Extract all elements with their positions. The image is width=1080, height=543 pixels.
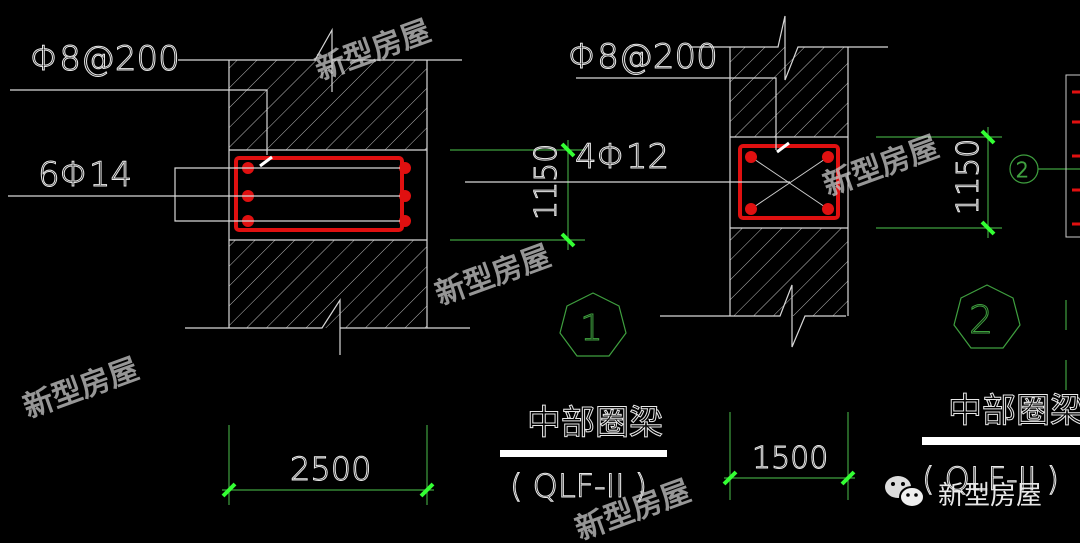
height-dim-lines	[450, 140, 585, 250]
stirrup-hook	[776, 141, 790, 154]
wall-hatch-bottom	[730, 228, 848, 316]
wall-hatch-bottom	[229, 240, 427, 328]
main-bar-label: 4Φ12	[575, 137, 669, 177]
section-1-title: 中部圈梁	[527, 403, 663, 443]
break-line-top	[690, 15, 888, 81]
rebar-dots	[242, 162, 411, 227]
main-bar-leader	[8, 167, 400, 222]
height-dim-lines	[876, 127, 1002, 238]
break-line-top	[178, 27, 462, 92]
wall-hatch-top	[229, 60, 427, 150]
wall-hatch-top	[730, 47, 848, 137]
section-marker-2	[953, 284, 1021, 349]
section-marker-small-number: 2	[1016, 158, 1029, 182]
height-dim-ticks	[980, 129, 996, 236]
section-2-title: 中部圈梁	[948, 391, 1080, 431]
watermark-text: 新型房屋	[819, 130, 944, 204]
cross-ties	[750, 156, 829, 210]
section-marker-2-number: 2	[969, 298, 993, 342]
break-line-bottom	[660, 284, 846, 348]
section-marker-1	[559, 292, 627, 357]
watermark-text: 新型房屋	[431, 239, 556, 313]
stirrup	[234, 156, 404, 232]
stirrup-leader	[576, 77, 777, 150]
height-dim-text: 1150	[951, 139, 986, 215]
stirrup-label: Φ8@200	[568, 37, 718, 77]
width-dim-text: 1500	[752, 441, 828, 476]
main-bar-label: 6Φ14	[38, 155, 132, 195]
width-dim-ticks	[722, 470, 856, 486]
width-dim-lines	[724, 412, 855, 500]
rebar-dots	[745, 151, 834, 215]
wechat-account-name: 新型房屋	[938, 481, 1042, 511]
stirrup-label: Φ8@200	[30, 39, 180, 79]
section-2: Φ8@200 4Φ12 1150 2 2 中部圈梁 ( QLF-II ) 150…	[465, 15, 1080, 500]
section-1-subtitle: ( QLF-II )	[510, 467, 647, 505]
wall-outline	[228, 60, 428, 328]
watermark-text: 新型房屋	[19, 352, 144, 426]
title-underline	[500, 450, 667, 457]
adjacent-section-edge	[1065, 74, 1080, 238]
section-marker-1-number: 1	[580, 308, 603, 349]
width-dim-ticks	[221, 482, 435, 498]
wechat-icon	[885, 476, 925, 508]
height-dim-ticks	[560, 142, 576, 248]
section-1: Φ8@200 6Φ14 1150 1 中部圈梁 ( QLF-II ) 2500	[8, 27, 667, 506]
title-underline	[922, 437, 1080, 445]
section-2-subtitle: ( QLF-II )	[922, 460, 1059, 498]
break-line-bottom	[185, 297, 470, 355]
width-dim-text: 2500	[290, 450, 371, 488]
stirrup-leader	[10, 89, 268, 155]
stirrup-hook	[259, 155, 273, 168]
adjacent-rebar	[1072, 90, 1080, 226]
